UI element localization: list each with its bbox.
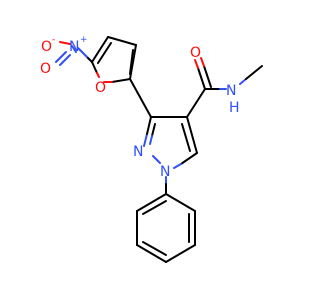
bond-c4-c3 [107, 36, 137, 46]
bond-c5-n1-n [173, 163, 182, 169]
bond-c5-c4 [91, 36, 109, 63]
charge-minus: - [52, 35, 55, 45]
bond-n-o-double-1 [55, 51, 67, 63]
bond-ph-6-1 [136, 193, 167, 212]
bond-n1-n2 [152, 155, 161, 164]
atom-amide-n: N [226, 83, 236, 99]
atom-amide-h: H [229, 100, 240, 116]
bond-c4-c5-double [181, 123, 191, 152]
bond-c5-c4-double [97, 42, 112, 64]
bond-n-methyl-n [239, 78, 247, 85]
atom-nitro-o-minus: O [41, 39, 52, 55]
bond-ph-1-2 [165, 193, 196, 212]
bond-n2-c3-n [143, 133, 148, 147]
molecule-canvas: O - N + O O O N H N N [40, 35, 263, 263]
bond-ph-4-5 [136, 244, 167, 263]
bond-c-o-1-o [194, 59, 199, 69]
bond-ph-3-4 [165, 244, 196, 263]
bond-c3-c2-double [129, 49, 134, 75]
atom-nitro-o-double: O [40, 61, 51, 77]
bond-n-o-minus [71, 45, 77, 53]
atom-pyrazole-n2: N [133, 144, 143, 160]
bond-c2-o [111, 78, 131, 83]
atom-furan-o: O [95, 80, 106, 96]
furan-ring [91, 36, 137, 83]
bond-n2-c3-c [146, 116, 152, 135]
bond-n2-c3-double-n [149, 135, 153, 145]
molecule-structure-diagram: O - N + O O O N H N N [40, 35, 263, 263]
bond-ph-6-1-double [142, 200, 167, 215]
pyrazole-ring [143, 116, 198, 169]
bond-n-c5 [77, 47, 89, 59]
bond-n-o-minus-o [59, 41, 71, 45]
charge-plus: + [80, 35, 88, 45]
bond-c5-o [91, 61, 98, 74]
bond-c-o-1-c [197, 67, 206, 90]
bond-furan-pyrazole [129, 78, 152, 118]
bond-n2-c3-double-c [151, 123, 156, 137]
atom-nitro-n-plus: N [69, 39, 79, 55]
bond-n-o-double-2 [59, 54, 71, 66]
bond-c5-o-o [96, 72, 100, 78]
nitro-group [55, 41, 93, 66]
bond-c4-carbonyl [186, 88, 206, 118]
bond-n-methyl-c [245, 65, 263, 80]
bond-c-o-2-o [200, 57, 205, 67]
bond-c5-n1-c [180, 152, 198, 165]
bond-c4-c5 [186, 116, 198, 154]
phenyl-ring [136, 193, 196, 263]
amide-group [186, 57, 263, 118]
atom-pyrazole-n1: N [160, 164, 170, 180]
bond-ph-4-5-double [142, 241, 167, 256]
atom-amide-o: O [190, 45, 201, 61]
bond-c-o-2-c [203, 65, 212, 88]
